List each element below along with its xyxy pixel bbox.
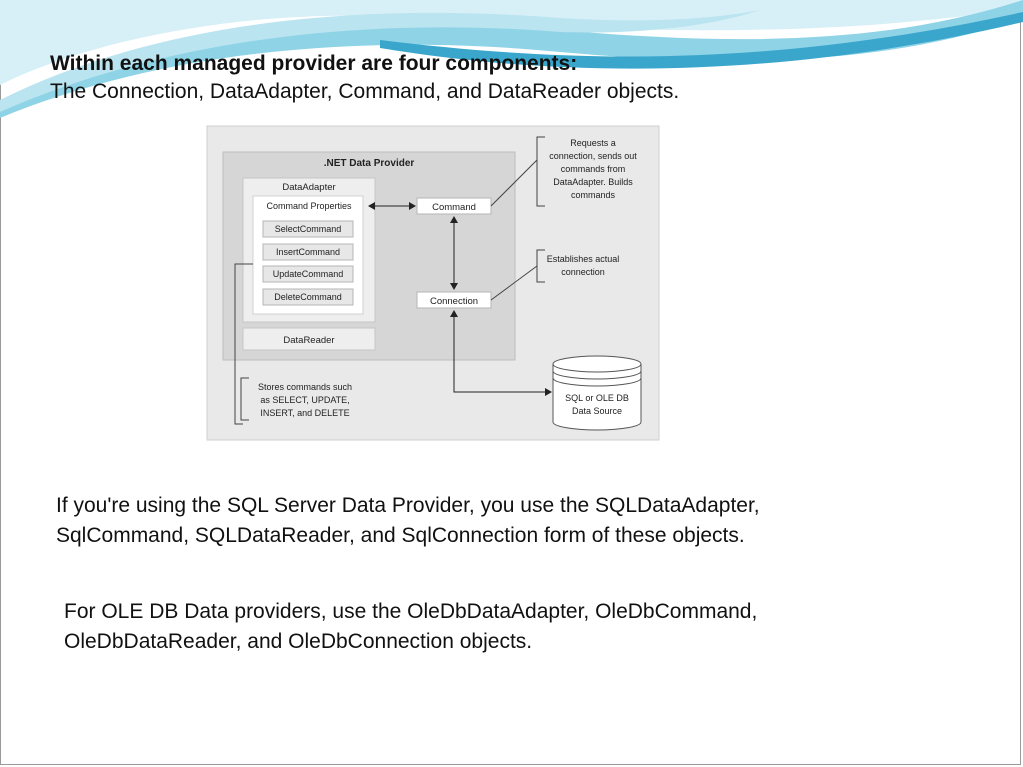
data-adapter-label: DataAdapter — [282, 182, 335, 193]
update-command-label: UpdateCommand — [273, 269, 344, 279]
arrow-connection-datasource — [450, 310, 552, 396]
delete-command-box — [262, 288, 354, 306]
sql-paragraph-line2: SqlCommand, SQLDataReader, and SqlConnec… — [56, 524, 745, 547]
note-stores-commands: Stores commands such as SELECT, UPDATE, … — [258, 382, 352, 418]
update-command-box — [262, 265, 354, 283]
svg-text:as SELECT, UPDATE,: as SELECT, UPDATE, — [260, 395, 349, 405]
ole-paragraph-line1: For OLE DB Data providers, use the OleDb… — [64, 600, 758, 623]
command-label: Command — [432, 202, 476, 213]
svg-text:Requests a: Requests a — [570, 138, 616, 148]
heading-normal-line: The Connection, DataAdapter, Command, an… — [50, 80, 680, 103]
provider-title: .NET Data Provider — [324, 158, 415, 169]
note-connection: Establishes actual connection — [547, 254, 620, 277]
svg-text:DataAdapter. Builds: DataAdapter. Builds — [553, 177, 633, 187]
note-command: Requests a connection, sends out command… — [549, 138, 637, 200]
svg-text:Establishes actual: Establishes actual — [547, 254, 620, 264]
svg-text:commands: commands — [571, 190, 616, 200]
data-reader-box — [242, 327, 376, 351]
delete-command-label: DeleteCommand — [274, 292, 342, 302]
select-command-box — [262, 220, 354, 238]
data-reader-label: DataReader — [283, 335, 334, 346]
data-provider-diagram: .NET Data Provider DataAdapter Command P… — [187, 120, 681, 442]
svg-text:INSERT, and DELETE: INSERT, and DELETE — [260, 408, 349, 418]
heading-bold-line: Within each managed provider are four co… — [50, 52, 578, 75]
ole-db-paragraph: For OLE DB Data providers, use the OleDb… — [64, 597, 757, 657]
connection-label: Connection — [430, 296, 478, 307]
decorative-swoosh — [0, 0, 1023, 118]
insert-command-box — [262, 243, 354, 261]
sql-server-paragraph: If you're using the SQL Server Data Prov… — [56, 491, 760, 551]
datasource-cylinder: SQL or OLE DB Data Source — [552, 355, 642, 431]
sql-paragraph-line1: If you're using the SQL Server Data Prov… — [56, 494, 760, 517]
insert-command-label: InsertCommand — [276, 247, 340, 257]
svg-text:Stores commands such: Stores commands such — [258, 382, 352, 392]
datasource-label-1: SQL or OLE DB — [565, 393, 629, 403]
svg-text:connection, sends out: connection, sends out — [549, 151, 637, 161]
svg-text:connection: connection — [561, 267, 605, 277]
select-command-label: SelectCommand — [275, 224, 342, 234]
ole-paragraph-line2: OleDbDataReader, and OleDbConnection obj… — [64, 630, 533, 653]
command-properties-label: Command Properties — [266, 201, 352, 211]
slide-heading: Within each managed provider are four co… — [50, 50, 679, 106]
datasource-label-2: Data Source — [572, 406, 622, 416]
svg-text:commands from: commands from — [561, 164, 626, 174]
